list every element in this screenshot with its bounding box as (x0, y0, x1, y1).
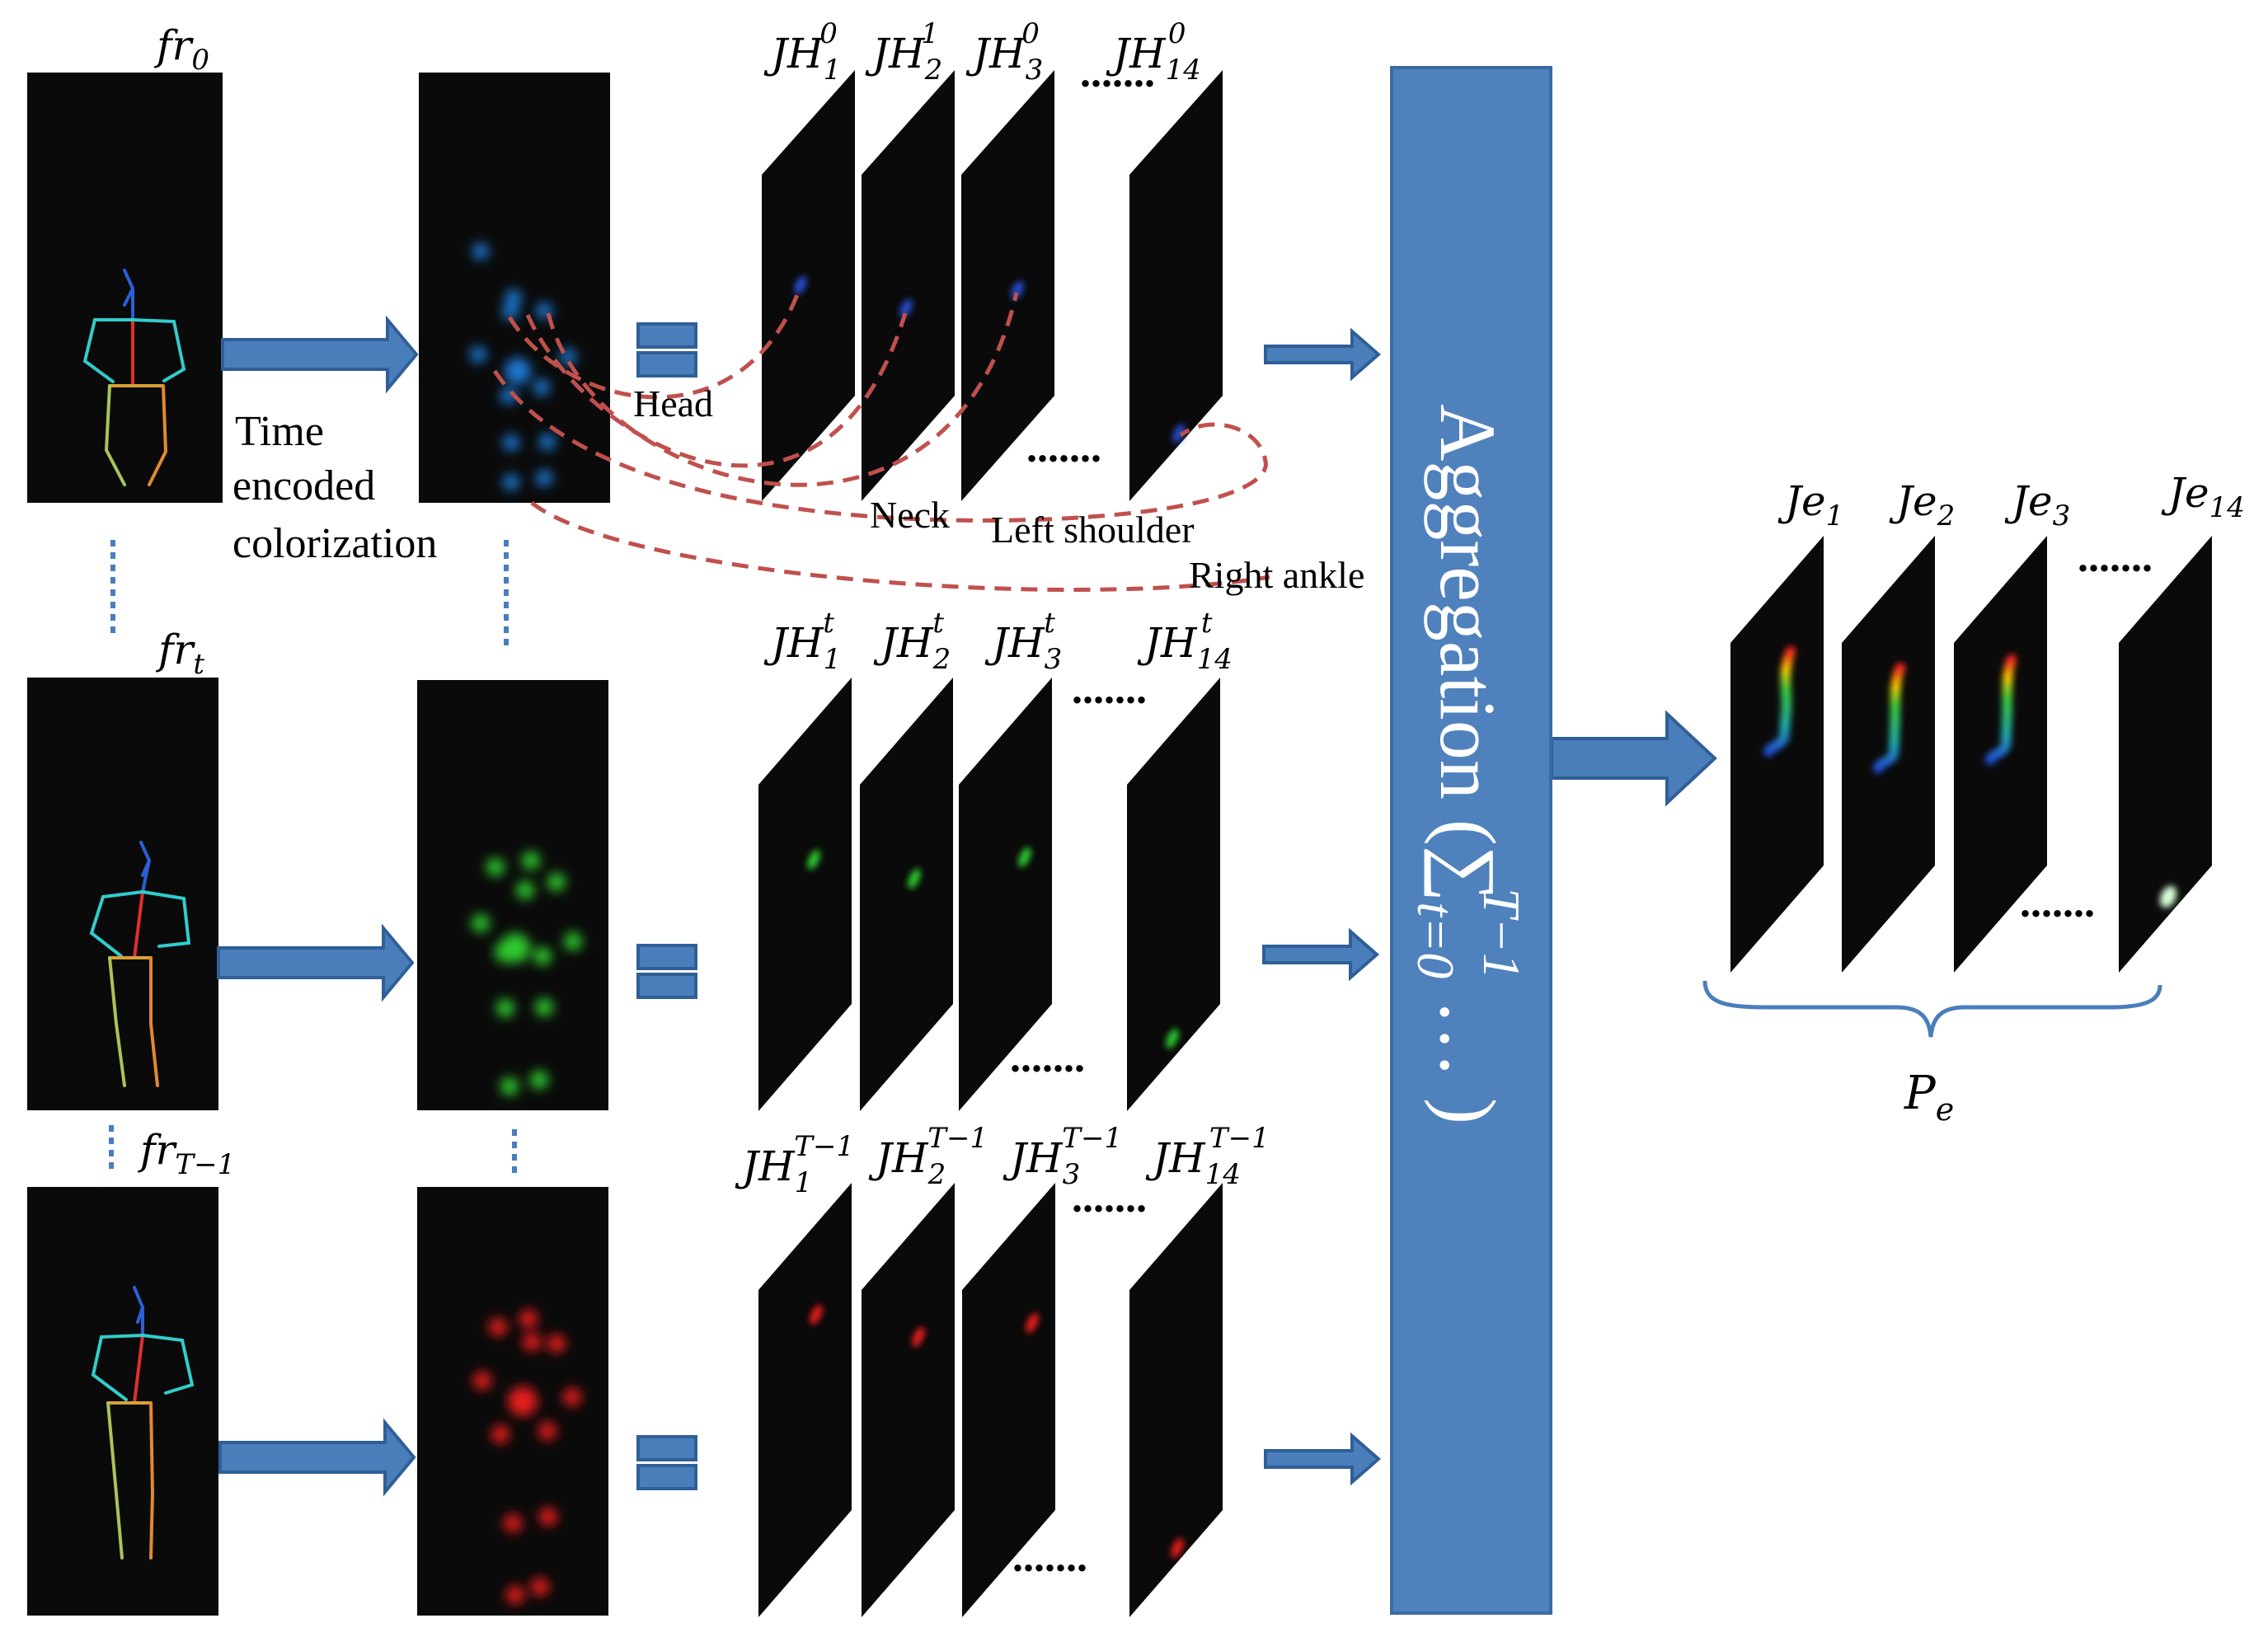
flow-arrows (217, 315, 1717, 1497)
frame-label-t: frt (155, 626, 204, 681)
skeleton-frame-t (27, 678, 218, 1110)
heatmap-label: JH2T−1 (868, 1122, 988, 1191)
grouping-brace (1702, 980, 2162, 1038)
equals-sign-icon (636, 322, 697, 378)
output-maps (1730, 536, 2212, 973)
joint-label-neck: Neck (870, 494, 950, 536)
joint-label-left-shoulder: Left shoulder (991, 509, 1195, 551)
ellipsis: ....... (2078, 534, 2153, 581)
encoding-label-line-3: colorization (232, 520, 437, 567)
output-label: Je2 (1889, 477, 1955, 532)
heatmap-label: JH21 (865, 17, 942, 87)
heatmap-label: JH14t (1137, 607, 1233, 676)
equals-sign-icon (636, 1435, 697, 1490)
heatmap-label: JH3T−1 (1003, 1122, 1122, 1191)
encoding-label-line-1: Time (235, 408, 324, 455)
output-label: Je1 (1777, 477, 1843, 532)
ellipsis: ....... (1080, 49, 1155, 96)
heatmap-row-0 (762, 70, 1223, 501)
heatmap-label: JH14T−1 (1145, 1122, 1270, 1191)
equals-sign-icon (636, 944, 697, 999)
ellipsis: ....... (1010, 1034, 1085, 1081)
frame-label-T-1: frT−1 (137, 1126, 235, 1181)
heatmap-label: JH1T−1 (735, 1130, 854, 1199)
colorized-joints-t (417, 680, 608, 1110)
skeleton-frame-0 (27, 73, 223, 503)
joint-label-head: Head (633, 382, 713, 424)
heatmap-row-T-1 (758, 1183, 1223, 1617)
colorized-joints-0 (419, 73, 610, 503)
joint-correspondence-links (492, 288, 1270, 592)
encoding-label-line-2: encoded (232, 462, 375, 509)
heatmap-label: JH1t (763, 607, 841, 676)
skeleton-frame-T-1 (27, 1187, 218, 1616)
heatmap-label: JH3t (984, 607, 1062, 676)
colorized-joints-T-1 (417, 1187, 608, 1616)
heatmap-label: JH10 (763, 17, 841, 87)
ellipsis: ....... (1026, 424, 1101, 471)
ellipsis: ....... (1012, 1534, 1087, 1581)
joint-label-right-ankle: Right ankle (1189, 554, 1364, 596)
heatmap-label: JH30 (965, 17, 1043, 87)
ellipsis: ....... (1072, 666, 1147, 713)
ellipsis: ....... (2020, 879, 2095, 926)
output-label: Je14 (2161, 469, 2245, 524)
result-label: Pe (1904, 1067, 1954, 1128)
output-label: Je3 (2004, 477, 2070, 532)
frame-label-0: fr0 (153, 21, 209, 77)
heatmap-label: JH140 (1106, 17, 1201, 87)
heatmap-row-t (758, 678, 1220, 1111)
heatmap-label: JH2t (873, 607, 951, 676)
ellipsis: ....... (1072, 1175, 1147, 1222)
